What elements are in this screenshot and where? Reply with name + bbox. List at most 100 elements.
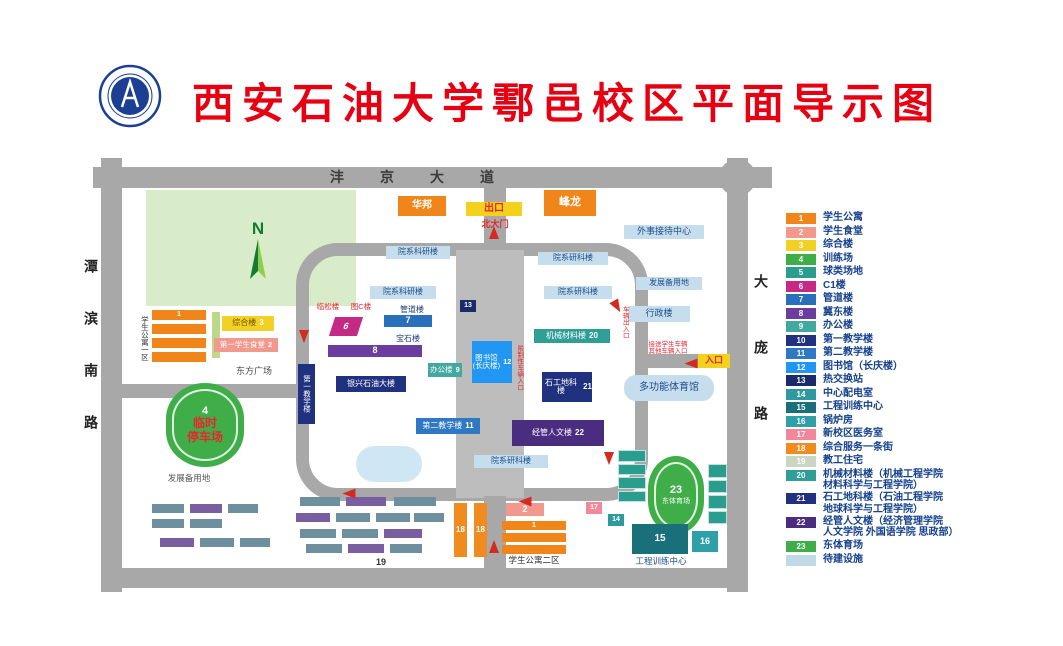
legend-number: 12 <box>796 362 806 372</box>
staff-housing-bar <box>384 529 422 538</box>
legend-swatch: 18 <box>786 442 816 454</box>
east-stadium-number: 23 <box>669 484 683 496</box>
legend-number: 16 <box>796 416 806 426</box>
legend-label: 锅炉房 <box>823 414 853 426</box>
training-field-number: 4 <box>201 405 209 418</box>
university-logo-icon <box>98 64 162 128</box>
staff-housing-bar <box>348 544 384 553</box>
building-library: 图书馆 (长庆楼)12 <box>472 341 512 383</box>
legend-label: 综合服务一条街 <box>823 441 893 453</box>
apartment-bar <box>502 533 566 542</box>
building-reserved-land-north-label: 发展备用地 <box>649 278 689 288</box>
label-shuttle-entry: 接送学生车辆 其他车辆入口 <box>648 340 688 355</box>
legend-label: 学生公寓 <box>823 212 863 223</box>
legend-swatch: 23 <box>786 541 816 553</box>
building-power-distribution: 14 <box>608 514 624 526</box>
legend-number: 8 <box>798 308 804 318</box>
legend-label: 图书馆（长庆楼） <box>823 360 903 372</box>
legend-swatch: 22 <box>786 517 816 529</box>
building-boiler-number: 16 <box>699 535 710 546</box>
staff-housing-bar <box>152 519 184 528</box>
building-research-3: 院系研科楼 <box>538 252 608 265</box>
legend-swatch: 1 <box>786 213 816 224</box>
label-engineering-training: 工程训练中心 <box>635 556 687 567</box>
apartment-bar <box>152 338 206 348</box>
legend-number: 18 <box>796 443 806 453</box>
court <box>708 510 727 524</box>
building-canteen-2: 2 <box>506 503 544 516</box>
staff-housing-bar <box>390 544 422 553</box>
legend-item: 3 综合楼 <box>786 239 1016 251</box>
building-engineering-training-number: 15 <box>654 532 666 544</box>
legend-number: 13 <box>796 376 806 385</box>
road-tanbin-south <box>101 158 122 592</box>
label-linsong: 临松楼 <box>316 302 340 312</box>
label-apartment-area-2: 学生公寓二区 <box>508 555 560 566</box>
building-clinic-number: 17 <box>590 504 598 512</box>
legend-swatch: 21 <box>786 493 816 505</box>
apartment-bar-number: 1 <box>177 311 181 319</box>
label-restricted-entry: 限制性车辆入口 <box>515 345 523 391</box>
legend-label: 热交换站 <box>823 374 863 385</box>
arrow-east-entrance <box>684 358 698 369</box>
staff-housing-bar <box>160 538 194 547</box>
building-clinic: 17 <box>586 502 602 514</box>
legend-label: C1楼 <box>823 279 846 291</box>
building-heat-exchange: 13 <box>460 300 476 312</box>
building-research-2: 院系科研楼 <box>370 286 436 299</box>
building-heat-exchange-number: 13 <box>464 302 472 310</box>
apartment-bar: 1 <box>502 521 566 530</box>
legend-number: 23 <box>796 542 806 552</box>
building-yinxing-petroleum: 银兴石油大楼 <box>336 376 406 392</box>
apartment-bar: 1 <box>152 310 206 320</box>
building-foreign-affairs-center-label: 外事接待中心 <box>636 226 691 237</box>
court <box>618 477 646 489</box>
label-baoshi-building: 宝石楼 <box>396 333 420 343</box>
service-street-bar-number: 18 <box>476 524 485 534</box>
ball-courts-east <box>708 464 727 524</box>
training-field-overlay-label: 临时 停车场 <box>186 416 223 444</box>
legend-label: 综合楼 <box>823 239 853 250</box>
arrow-north-gate <box>489 226 499 239</box>
building-petroleum-geoscience-number: 21 <box>583 381 592 391</box>
legend-swatch: 16 <box>786 415 816 427</box>
header: 西安石油大学鄠邑校区平面导示图 <box>0 0 1063 150</box>
legend-swatch: 7 <box>786 294 816 305</box>
east-entrance-label: 入口 <box>704 355 723 366</box>
building-economics-humanities-number: 22 <box>575 427 584 437</box>
label-apartment-area-1: 学生公寓一区 <box>140 315 150 361</box>
legend-number: 4 <box>798 254 804 264</box>
legend-number: 15 <box>796 403 806 412</box>
apartment-bar <box>152 324 206 334</box>
legend-label: 新校区医务室 <box>823 428 883 439</box>
building-huabang-label: 华邦 <box>412 199 432 211</box>
service-street-bar: 18 <box>454 503 467 557</box>
staff-housing-bar <box>200 538 234 547</box>
building-composite-number: 3 <box>259 318 264 328</box>
legend-number: 5 <box>798 268 804 277</box>
apartment-bar <box>152 352 206 362</box>
court <box>618 463 646 475</box>
legend-swatch: 2 <box>786 226 816 238</box>
building-machinery-materials-number: 20 <box>589 330 598 340</box>
legend-number: 20 <box>796 470 806 480</box>
building-composite-label: 综合楼 <box>232 318 257 328</box>
staff-housing-bar <box>336 513 370 522</box>
building-first-canteen-label: 第一学生食堂 <box>219 340 265 350</box>
legend-swatch: 14 <box>786 388 816 400</box>
staff-housing-bar <box>240 538 270 547</box>
legend-label: 教工住宅 <box>823 455 863 466</box>
label-fengjing-avenue: 沣京大道 <box>330 169 530 186</box>
legend-swatch: 3 <box>786 240 816 251</box>
